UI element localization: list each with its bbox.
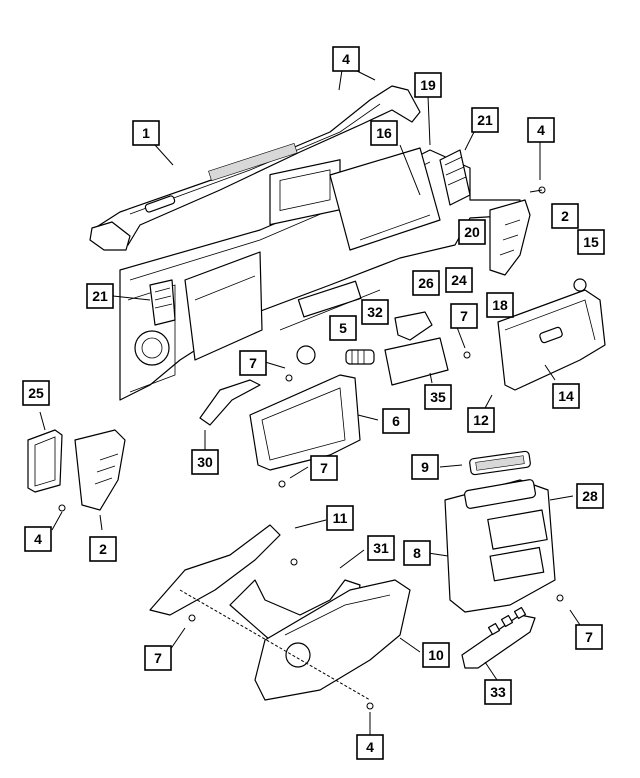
svg-text:14: 14 (558, 388, 574, 404)
svg-text:7: 7 (249, 355, 257, 371)
svg-text:28: 28 (582, 488, 598, 504)
part-bracket-32 (394, 311, 433, 341)
part-left-end-cap (74, 429, 126, 511)
screw-icon (58, 186, 564, 710)
svg-text:8: 8 (413, 545, 421, 561)
svg-text:33: 33 (490, 684, 506, 700)
callout-14: 14 (552, 383, 580, 409)
callout-32: 32 (361, 299, 389, 325)
callout-9: 9 (411, 454, 439, 480)
callout-25: 25 (22, 380, 50, 406)
svg-text:18: 18 (492, 297, 508, 313)
svg-text:6: 6 (392, 413, 400, 429)
callout-30: 30 (191, 449, 219, 475)
callout-20: 20 (458, 219, 486, 245)
svg-text:9: 9 (421, 459, 429, 475)
svg-text:20: 20 (464, 224, 480, 240)
part-lower-brace-11 (149, 524, 281, 616)
part-panel-35 (384, 337, 449, 386)
svg-text:15: 15 (583, 234, 599, 250)
part-dash-pad (89, 85, 421, 251)
svg-text:10: 10 (428, 647, 444, 663)
callout-4-right: 4 (527, 117, 555, 143)
svg-text:7: 7 (460, 308, 468, 324)
callout-24: 24 (445, 267, 473, 293)
callout-1: 1 (132, 120, 160, 146)
leader-lines (39, 69, 581, 735)
callout-7-e: 7 (144, 645, 172, 671)
callout-21-top: 21 (471, 107, 499, 133)
callout-11: 11 (326, 505, 354, 531)
part-plug (345, 349, 375, 365)
callout-35: 35 (424, 384, 452, 410)
callout-7-b: 7 (239, 350, 267, 376)
svg-text:21: 21 (92, 288, 108, 304)
svg-text:24: 24 (451, 272, 467, 288)
svg-text:12: 12 (473, 412, 489, 428)
callout-31: 31 (367, 535, 395, 561)
svg-text:7: 7 (585, 629, 593, 645)
callout-26: 26 (412, 270, 440, 296)
callout-2-top: 2 (551, 203, 579, 229)
svg-text:4: 4 (342, 51, 350, 67)
callout-33: 33 (484, 679, 512, 705)
part-left-duct-25 (27, 429, 63, 493)
callout-12: 12 (467, 407, 495, 433)
callout-4-left: 4 (24, 526, 52, 552)
part-left-vent-duct (149, 279, 176, 326)
part-instrument-panel-frame (119, 147, 521, 401)
svg-text:19: 19 (420, 77, 436, 93)
callout-4-bottom: 4 (356, 734, 384, 760)
callout-6: 6 (382, 408, 410, 434)
callout-8: 8 (403, 540, 431, 566)
part-cluster-bezel (249, 374, 361, 471)
svg-text:4: 4 (34, 531, 42, 547)
svg-text:4: 4 (366, 739, 374, 755)
svg-text:31: 31 (373, 540, 389, 556)
callout-19: 19 (414, 72, 442, 98)
part-glove-box-door (497, 278, 606, 391)
svg-text:7: 7 (320, 460, 328, 476)
svg-text:1: 1 (142, 125, 150, 141)
part-knob (296, 345, 316, 365)
callout-7-a: 7 (450, 303, 478, 329)
callout-10: 10 (422, 642, 450, 668)
part-right-vent (439, 149, 471, 206)
part-vent-9 (469, 450, 531, 476)
callout-18: 18 (486, 292, 514, 318)
callout-28: 28 (576, 483, 604, 509)
part-lower-panel-10 (254, 579, 411, 701)
svg-text:32: 32 (367, 304, 383, 320)
svg-text:7: 7 (154, 650, 162, 666)
svg-text:35: 35 (430, 389, 446, 405)
svg-text:4: 4 (537, 122, 545, 138)
svg-text:30: 30 (197, 454, 213, 470)
callout-7-c: 7 (310, 455, 338, 481)
callout-21-left: 21 (86, 283, 114, 309)
svg-text:21: 21 (477, 112, 493, 128)
callout-16: 16 (370, 120, 398, 146)
svg-text:2: 2 (561, 208, 569, 224)
callout-7-d: 7 (575, 624, 603, 650)
svg-text:25: 25 (28, 385, 44, 401)
callout-2-left: 2 (89, 536, 117, 562)
svg-text:2: 2 (99, 541, 107, 557)
callout-15: 15 (577, 229, 605, 255)
svg-text:16: 16 (376, 125, 392, 141)
part-visor-30 (199, 379, 261, 426)
part-right-end-cap (489, 199, 531, 276)
svg-text:26: 26 (418, 275, 434, 291)
part-switch-bezel-33 (461, 606, 536, 669)
callout-4-top: 4 (332, 46, 360, 72)
callout-5: 5 (329, 315, 357, 341)
svg-text:5: 5 (339, 320, 347, 336)
svg-text:11: 11 (333, 510, 348, 526)
part-center-bezel (444, 479, 556, 613)
